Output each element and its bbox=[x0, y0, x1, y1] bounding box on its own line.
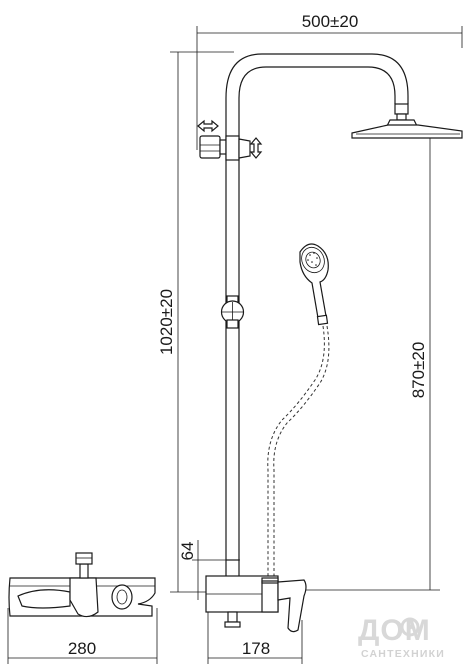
watermark-logo: ДОМ САНТЕХНИКИ bbox=[358, 614, 445, 660]
rain-shower-head bbox=[351, 103, 463, 139]
svg-text:САНТЕХНИКИ: САНТЕХНИКИ bbox=[361, 648, 445, 660]
hand-shower-holder bbox=[199, 135, 251, 161]
rotate-vertical-arrow-icon bbox=[249, 137, 263, 159]
height-adjust-clamp bbox=[220, 295, 245, 329]
mixer-width-dimension: 280 bbox=[68, 639, 96, 658]
mixer-height-dimension: 64 bbox=[178, 542, 197, 561]
mixer-depth-dimension: 178 bbox=[242, 639, 270, 658]
arm-width-dimension: 500±20 bbox=[302, 12, 359, 31]
rotate-horizontal-arrow-icon bbox=[197, 119, 219, 133]
head-height-dimension: 870±20 bbox=[409, 342, 428, 399]
total-height-dimension: 1020±20 bbox=[157, 289, 176, 355]
shower-riser-rail bbox=[225, 53, 409, 560]
hand-shower bbox=[299, 243, 329, 326]
shower-hose bbox=[267, 325, 330, 580]
flower-logo-icon bbox=[400, 617, 420, 637]
mixer-front-view bbox=[205, 559, 307, 633]
mixer-side-view bbox=[8, 552, 156, 618]
dimension-lines bbox=[7, 26, 463, 664]
svg-text:ДОМ: ДОМ bbox=[358, 614, 431, 647]
